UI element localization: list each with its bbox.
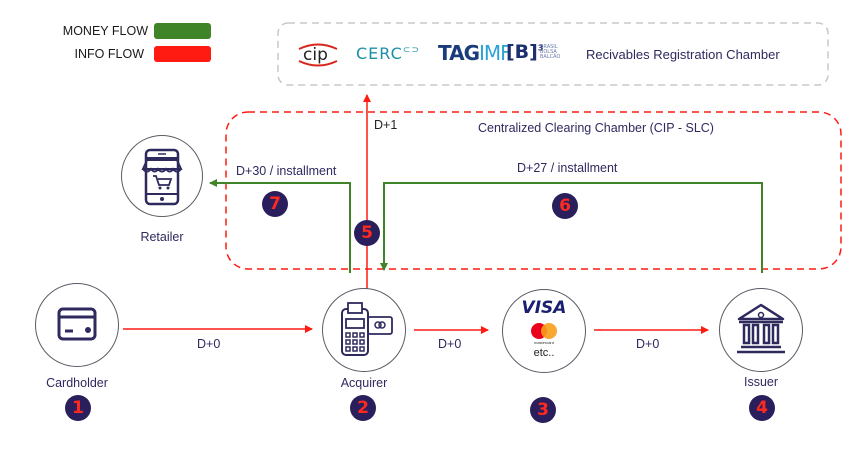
legend-info-label: INFO FLOW	[74, 47, 144, 61]
cerc-logo: CERC⊂⊃	[356, 44, 420, 63]
acquirer-node	[322, 288, 406, 372]
flow-label-d0-3: D+0	[636, 337, 660, 351]
flow-label-d0-2: D+0	[438, 337, 462, 351]
legend-money-swatch	[154, 23, 211, 39]
step-badge-6: 6	[552, 193, 578, 219]
clearing-chamber-box	[225, 111, 842, 270]
retailer-node	[121, 135, 203, 217]
b3-logo: [B]3 BRASIL BOLSA BALCÃO	[506, 41, 561, 63]
clearing-chamber-title: Centralized Clearing Chamber (CIP - SLC)	[478, 121, 714, 135]
pos-terminal-icon	[341, 302, 393, 356]
flow-label-d30: D+30 / installment	[236, 164, 337, 178]
issuer-node	[719, 288, 803, 372]
flow-label-d0-1: D+0	[197, 337, 221, 351]
mastercard-text: mastercard	[533, 340, 554, 345]
flow-label-d27: D+27 / installment	[517, 161, 618, 175]
step-badge-5: 5	[354, 220, 380, 246]
legend-money-label: MONEY FLOW	[62, 24, 148, 38]
step-badge-1: 1	[65, 395, 91, 421]
mastercard-logo	[531, 323, 557, 339]
bank-icon	[737, 303, 785, 354]
visa-logo: VISA	[521, 298, 567, 318]
credit-card-icon	[57, 307, 97, 341]
step-badge-3: 3	[530, 397, 556, 423]
tag-imf-logo: TAGIMF	[438, 41, 512, 65]
registration-chamber-box	[277, 22, 829, 86]
legend-info-swatch	[154, 46, 211, 62]
flow-label-d1: D+1	[374, 118, 398, 132]
flow-acquirer-retailer	[209, 179, 351, 273]
cardholder-label: Cardholder	[46, 376, 108, 390]
acquirer-label: Acquirer	[340, 376, 388, 390]
issuer-label: Issuer	[743, 375, 779, 389]
step-badge-4: 4	[749, 395, 775, 421]
store-phone-icon	[141, 148, 183, 206]
etc-text: etc..	[533, 347, 555, 359]
cip-logo: cip	[296, 40, 340, 70]
step-badge-7: 7	[262, 191, 288, 217]
flow-issuer-acquirer	[380, 182, 763, 273]
retailer-label: Retailer	[140, 230, 184, 244]
cardholder-node	[35, 283, 119, 367]
registration-chamber-title: Recivables Registration Chamber	[586, 47, 780, 62]
step-badge-2: 2	[350, 395, 376, 421]
card-brands-node: VISA mastercard etc..	[502, 289, 586, 373]
